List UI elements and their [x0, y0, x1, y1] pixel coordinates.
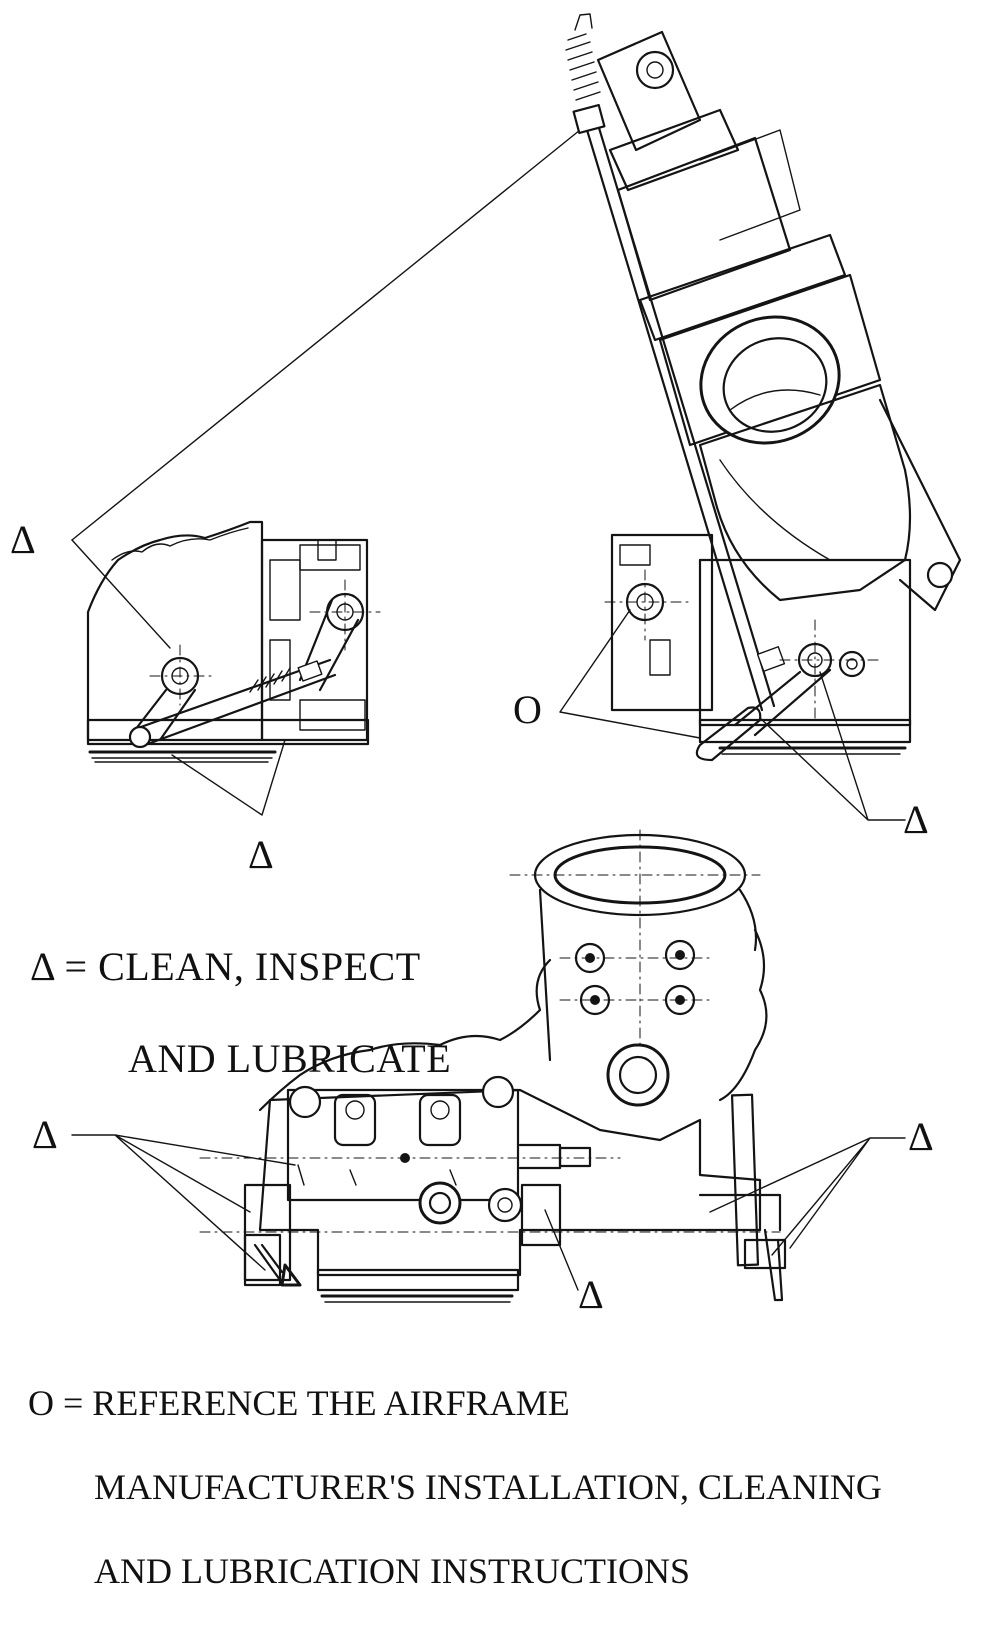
clean-marker-right: Δ — [903, 797, 929, 842]
top-right-assembly-view — [559, 13, 962, 821]
diagram-drawing — [71, 13, 962, 1303]
reference-legend-line1: O = REFERENCE THE AIRFRAME — [28, 1383, 570, 1423]
clean-legend: Δ = CLEAN, INSPECT AND LUBRICATE — [30, 898, 451, 1128]
clean-marker-lower-center: Δ — [578, 1272, 604, 1317]
top-left-carburetor-view — [86, 520, 381, 816]
clean-marker-lower-left: Δ — [32, 1112, 58, 1157]
clean-legend-line1: Δ = CLEAN, INSPECT — [30, 944, 421, 989]
clean-legend-line2: AND LUBRICATE — [128, 1036, 452, 1081]
leader-line-pivot — [71, 539, 171, 649]
lubrication-diagram — [71, 13, 962, 1303]
clean-marker-left: Δ — [10, 517, 36, 562]
reference-legend-line2: MANUFACTURER'S INSTALLATION, CLEANING — [94, 1467, 882, 1507]
bottom-assembly-view — [71, 829, 906, 1303]
reference-legend: O = REFERENCE THE AIRFRAME MANUFACTURER'… — [28, 1340, 978, 1634]
leader-line-top — [71, 129, 581, 541]
clean-marker-lower-right: Δ — [908, 1114, 934, 1159]
reference-marker: O — [513, 687, 542, 732]
reference-legend-line3: AND LUBRICATION INSTRUCTIONS — [94, 1551, 691, 1591]
clean-marker-bottom-left: Δ — [248, 832, 274, 877]
